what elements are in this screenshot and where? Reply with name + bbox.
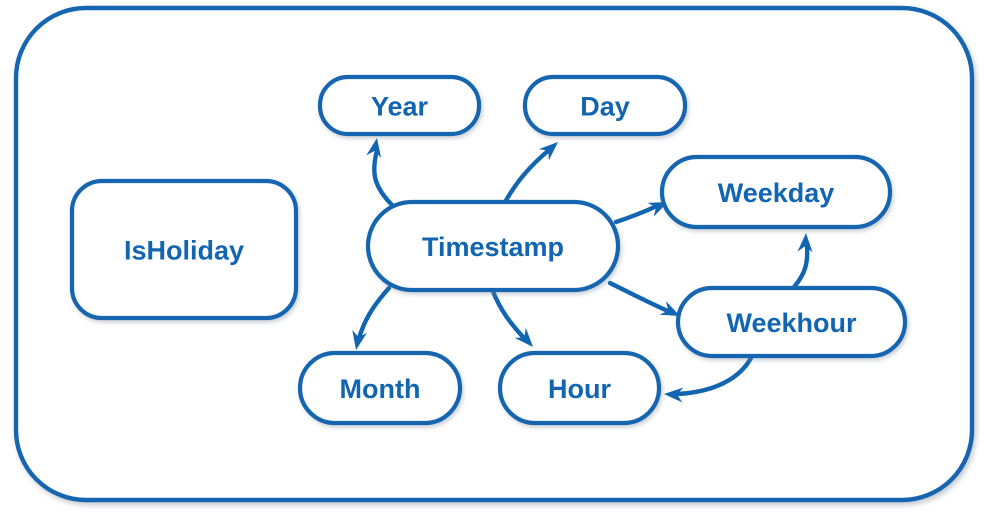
node-isholiday[interactable]: IsHoliday (69, 178, 299, 321)
node-weekhour[interactable]: Weekhour (675, 285, 908, 359)
edge-line (372, 147, 395, 208)
arrowhead-icon (352, 329, 367, 350)
node-label: Day (580, 92, 630, 122)
edge-timestamp-to-hour (489, 286, 533, 347)
node-label: Weekhour (726, 308, 857, 338)
node-shape-rounded-rect[interactable] (69, 178, 299, 321)
node-label: Year (371, 92, 429, 122)
node-hour[interactable]: Hour (497, 350, 662, 426)
node-shape-pill[interactable] (497, 350, 662, 426)
edge-line (356, 285, 392, 341)
node-layer: IsHoliday Year DayWeekdayTimestampWeekhour… (69, 74, 908, 426)
arrowhead-icon (366, 138, 382, 159)
node-weekday[interactable]: Weekday (659, 154, 893, 230)
node-day[interactable]: Day (522, 74, 688, 137)
node-label: Month (340, 374, 421, 404)
arrowhead-icon (514, 327, 533, 347)
node-shape-pill[interactable] (365, 199, 621, 293)
edge-line (791, 243, 810, 290)
edge-timestamp-to-day (501, 142, 558, 207)
node-month[interactable]: Month (297, 350, 463, 426)
arrowhead-icon (664, 387, 684, 403)
node-label: IsHoliday (124, 236, 244, 266)
node-label: Weekday (718, 178, 835, 208)
edge-timestamp-to-year (366, 138, 395, 208)
arrowhead-icon (538, 142, 558, 161)
node-label: Timestamp (422, 232, 564, 262)
edge-line (613, 203, 660, 225)
edge-line (607, 280, 671, 314)
edge-line (501, 147, 552, 207)
node-shape-pill[interactable] (297, 350, 463, 426)
edge-weekhour-to-weekday (791, 233, 813, 290)
edge-line (489, 286, 527, 341)
edge-line (675, 353, 755, 397)
edge-timestamp-to-weekhour (607, 280, 680, 316)
node-shape-pill[interactable] (522, 74, 688, 137)
node-year[interactable]: Year (317, 74, 482, 137)
node-shape-pill[interactable] (659, 154, 893, 230)
arrowhead-icon (659, 301, 680, 316)
arrowhead-icon (797, 233, 813, 253)
edge-weekhour-to-hour (664, 353, 755, 403)
node-shape-pill[interactable] (317, 74, 482, 137)
node-shape-pill[interactable] (675, 285, 908, 359)
edge-layer (352, 138, 813, 403)
edge-timestamp-to-month (352, 285, 392, 350)
node-label: Hour (548, 374, 611, 404)
node-timestamp[interactable]: Timestamp (365, 199, 621, 293)
